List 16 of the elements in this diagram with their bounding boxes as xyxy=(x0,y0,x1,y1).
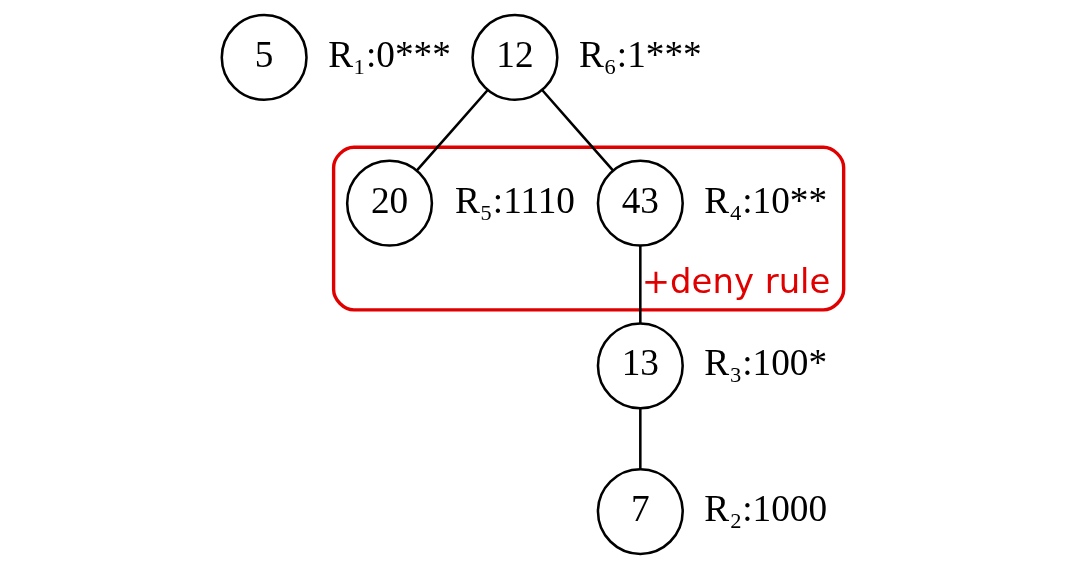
connector xyxy=(638,245,642,324)
node-label: R₄:10** xyxy=(703,179,827,221)
node-label: R₂:1000 xyxy=(703,488,827,530)
connector xyxy=(638,408,642,469)
node-circle: 13 xyxy=(596,322,684,410)
node-label: R₆:1*** xyxy=(578,33,702,75)
node-label: R₅:1110 xyxy=(454,179,575,221)
node-circle: 7 xyxy=(596,467,684,556)
node-circle: 12 xyxy=(470,13,559,102)
connector xyxy=(415,89,489,172)
node-circle: 5 xyxy=(220,13,308,102)
node-label: R₁:0*** xyxy=(327,33,451,75)
node-circle: 43 xyxy=(596,159,684,247)
connector xyxy=(540,89,614,172)
node-circle: 20 xyxy=(345,159,433,247)
node-label: R₃:100* xyxy=(703,342,827,384)
